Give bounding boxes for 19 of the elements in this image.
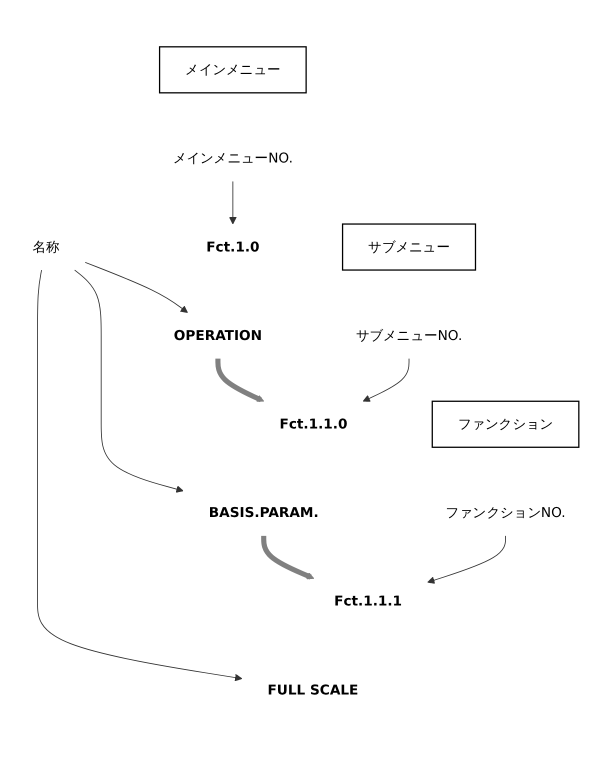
node-text: ファンクションNO. <box>445 504 566 521</box>
node-text: FULL SCALE <box>267 682 358 698</box>
node-text: Fct.1.0 <box>206 238 260 255</box>
node-text: BASIS.PARAM. <box>208 504 319 521</box>
node-box: ファンクション <box>432 400 580 448</box>
node-box: メインメニュー <box>158 46 307 94</box>
arrow <box>84 262 188 314</box>
arrow <box>362 358 410 402</box>
node-text: サブメニューNO. <box>356 327 462 344</box>
arrow <box>74 270 184 493</box>
arrow <box>427 536 506 584</box>
node-text: Fct.1.1.0 <box>280 416 348 432</box>
arrow <box>229 181 237 224</box>
arrow <box>37 270 242 682</box>
node-text: 名称 <box>32 238 60 255</box>
node-text: メインメニューNO. <box>172 150 293 166</box>
node-text: OPERATION <box>174 327 262 344</box>
node-text: Fct.1.1.1 <box>334 593 402 610</box>
node-box: サブメニュー <box>342 223 476 271</box>
